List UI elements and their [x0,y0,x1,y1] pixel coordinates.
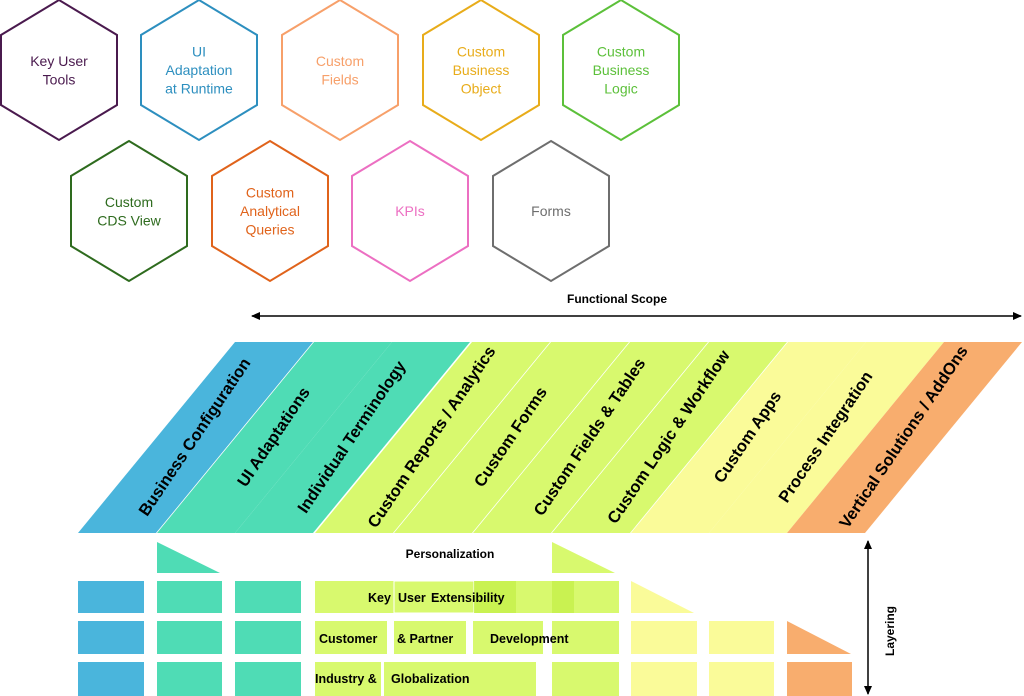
cell-config-global [78,662,144,696]
cell-integration-partner [709,621,774,654]
partner-label: Customer & Partner Development [319,632,569,646]
band-shape [709,342,944,533]
cell-keyuser-accent-3 [552,581,574,613]
cell-partner-b [394,621,466,654]
band-shape [552,342,787,533]
hexagon-label-line: Analytical [240,203,300,219]
hexagon-label-line: at Runtime [165,81,233,97]
cell-apps-global [631,662,697,696]
globalization-label: Industry & Globalization [315,672,469,686]
cell-apps-partner [631,621,697,654]
key-user-label: Key User Extensibility [368,591,505,605]
hexagon-outline [0,0,118,142]
cell-terminology-keyuser [235,581,301,613]
hexagon-outline [351,139,469,283]
cell-global-a [315,662,381,696]
hexagon-label-line: KPIs [395,203,425,219]
hexagon-outline [140,0,258,142]
hexagon-label-line: Business [453,62,510,78]
cell-config-partner [78,621,144,654]
hexagon-label-line: UI [192,44,206,60]
cell-vertical-global [787,662,852,696]
layering-label: Layering [883,606,897,656]
personalization-triangle-ui [157,542,220,573]
hexagon-label-line: Custom [597,44,645,60]
cell-terminology-partner [235,621,301,654]
hexagon-label-line: Logic [604,81,637,97]
band-shape [235,342,470,533]
band-shape [78,342,313,533]
hexagon-label-line: Tools [43,71,76,87]
cell-integration-global [709,662,774,696]
personalization-label: Personalization [406,547,495,561]
hexagon-label-line: Custom [316,53,364,69]
band-shape [631,342,866,533]
cell-ui-keyuser [157,581,222,613]
hexagon-label-line: Business [593,62,650,78]
band-shape [315,342,550,533]
hexagon-label-line: Key User [30,53,88,69]
band-shape [787,342,1022,533]
hexagon-outline [422,0,540,142]
hexagon-outline [562,0,680,142]
cell-partner-a [315,621,387,654]
personalization-triangle-fields [552,542,615,573]
hexagon-label-line: Custom [457,44,505,60]
cell-vertical-partner-triangle [787,621,851,654]
cell-keyuser-accent-2 [474,581,516,613]
cell-global-c [552,662,619,696]
cell-keyuser-accent [393,580,475,614]
band-shape [473,342,708,533]
band-shape [394,342,629,533]
functional-scope-label: Functional Scope [567,292,667,306]
hexagon-forms: Forms [492,139,610,283]
hexagon-label-line: Custom [105,194,153,210]
band-shape [157,342,392,533]
layering-grid: Personalization Key User Extensibility C… [78,542,852,696]
cell-config-keyuser [78,581,144,613]
cell-terminology-global [235,662,301,696]
cell-ui-partner [157,621,222,654]
cell-partner-d [552,621,619,654]
hexagon-label-line: Custom [246,185,294,201]
hexagon-label-line: Adaptation [166,62,233,78]
hexagon-outline [492,139,610,283]
band-process-integration: Process Integration [709,342,944,533]
cell-partner-c [473,621,543,654]
hexagon-label-line: Queries [245,222,294,238]
hexagon-label-line: Forms [531,203,571,219]
hexagon-label-line: Fields [321,71,358,87]
hexagon-outline [211,139,329,283]
hexagon-kpis: KPIs [351,139,469,283]
hexagon-outline [281,0,399,142]
hexagon-label-line: CDS View [97,212,161,228]
hexagon-label-line: Object [461,81,502,97]
cell-global-b [384,662,536,696]
hexagon-ui-adaptation-at-runtime: UI Adaptation at Runtime [140,0,258,142]
cell-ui-global [157,662,222,696]
hexagon-outline [70,139,188,283]
cell-apps-keyuser-triangle [631,581,694,613]
